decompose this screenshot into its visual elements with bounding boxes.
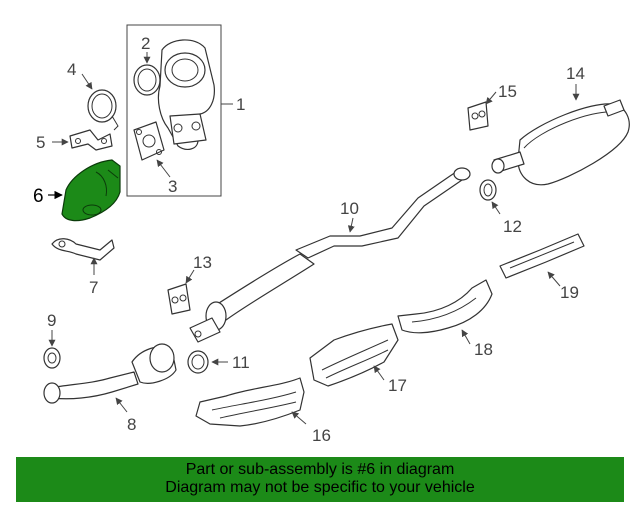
part-15-hanger	[467, 101, 489, 131]
part-17-heat-shield	[309, 323, 399, 387]
callout-9: 9	[47, 311, 56, 330]
part-1-catalytic-manifold	[157, 39, 215, 150]
callout-18: 18	[474, 340, 493, 359]
callout-16: 16	[312, 426, 331, 445]
callout-7: 7	[89, 278, 98, 297]
part-18-heat-shield	[397, 279, 493, 334]
part-19-heat-shield	[499, 233, 585, 279]
part-7-bracket	[51, 238, 115, 261]
part-10-center-pipe-resonator	[189, 167, 471, 343]
callout-5: 5	[36, 133, 45, 152]
part-5-bracket	[69, 129, 113, 151]
banner-line-disclaimer: Diagram may not be specific to your vehi…	[165, 479, 475, 496]
callout-2: 2	[141, 34, 150, 53]
part-4-clamp	[87, 89, 119, 131]
part-2-gasket-ring	[133, 64, 161, 96]
callout-1: 1	[236, 95, 245, 114]
callout-15: 15	[498, 82, 517, 101]
part-14-muffler	[491, 99, 630, 186]
callout-13: 13	[193, 253, 212, 272]
callout-10: 10	[340, 199, 359, 218]
info-banner: Part or sub-assembly is #6 in diagram Di…	[16, 457, 624, 502]
banner-line-part-info: Part or sub-assembly is #6 in diagram	[185, 461, 455, 478]
callout-17: 17	[388, 376, 407, 395]
part-9-grommet	[43, 347, 61, 369]
callout-6: 6	[33, 186, 44, 207]
callout-14: 14	[566, 64, 585, 83]
part-8-front-pipe	[43, 343, 177, 404]
part-12-gasket	[479, 179, 497, 201]
callout-12: 12	[503, 217, 522, 236]
part-11-gasket	[187, 350, 209, 374]
callout-19: 19	[560, 283, 579, 302]
part-16-heat-shield	[195, 377, 305, 427]
part-1-group-box	[126, 24, 222, 197]
callout-4: 4	[67, 60, 76, 79]
callout-3: 3	[168, 177, 177, 196]
part-6-heat-shield-highlighted	[61, 159, 121, 222]
callout-11: 11	[232, 353, 250, 372]
part-13-hanger	[167, 283, 191, 315]
part-3-flange-gasket	[133, 121, 165, 161]
callout-8: 8	[127, 415, 136, 434]
